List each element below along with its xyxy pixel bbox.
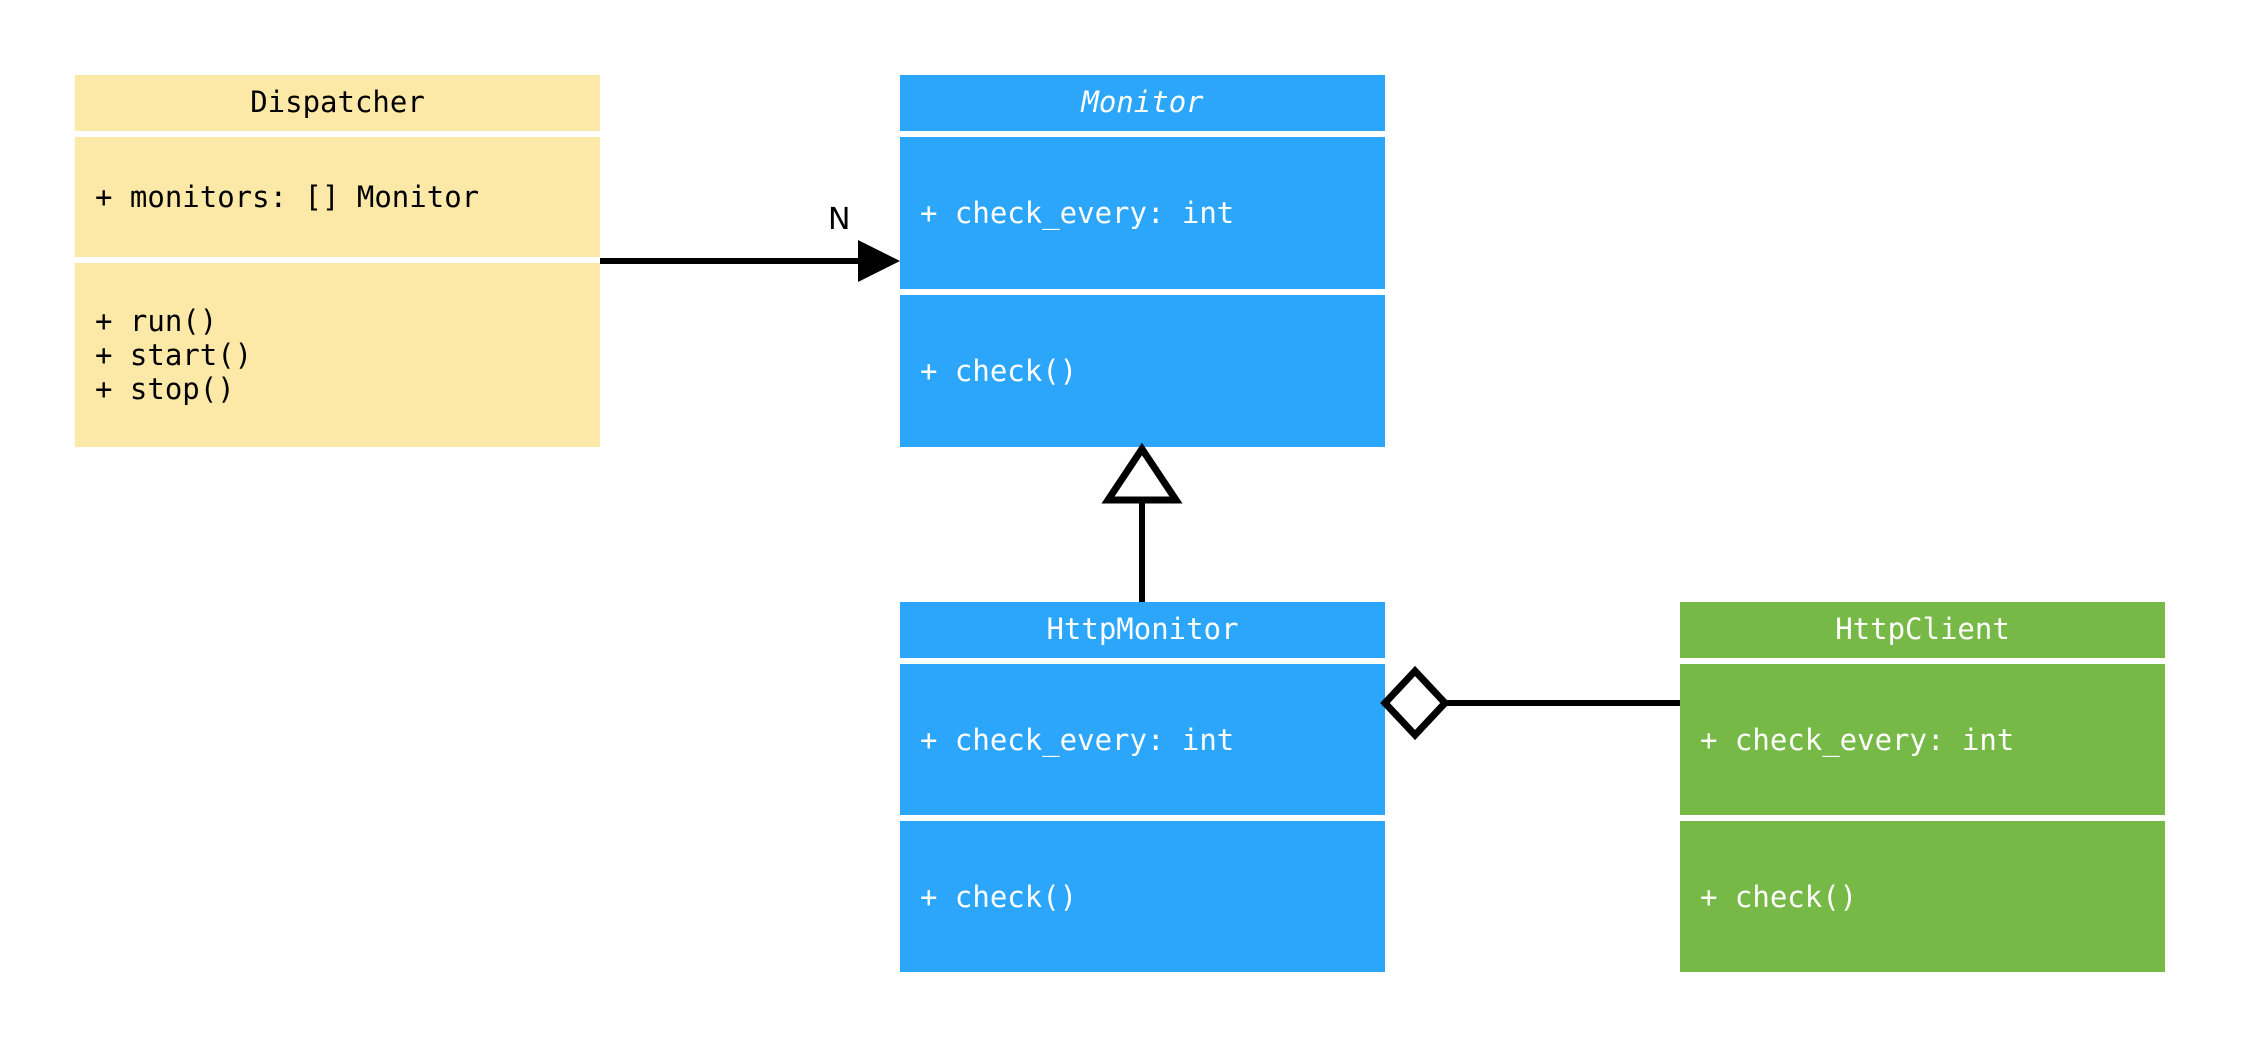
hollow-triangle-arrowhead-icon xyxy=(1101,442,1183,504)
class-attributes-compartment-dispatcher: + monitors: [] Monitor xyxy=(75,137,600,257)
class-attributes-compartment-monitor: + check_every: int xyxy=(900,137,1385,289)
compartment-divider xyxy=(75,257,600,263)
class-box-httpmonitor[interactable]: HttpMonitor + check_every: int + check() xyxy=(900,602,1385,972)
class-title-compartment-dispatcher: Dispatcher xyxy=(75,75,600,131)
compartment-divider xyxy=(1680,815,2165,821)
method-row: + check() xyxy=(920,354,1078,388)
class-name-monitor: Monitor xyxy=(1081,85,1204,120)
class-attributes-compartment-httpmonitor: + check_every: int xyxy=(900,664,1385,815)
class-attributes-compartment-httpclient: + check_every: int xyxy=(1680,664,2165,815)
compartment-divider xyxy=(1680,658,2165,664)
compartment-divider xyxy=(75,131,600,137)
method-row: + check() xyxy=(920,879,1078,914)
class-methods-compartment-monitor: + check() xyxy=(900,295,1385,447)
class-title-compartment-httpclient: HttpClient xyxy=(1680,602,2165,658)
class-name-httpmonitor: HttpMonitor xyxy=(1046,612,1239,647)
attribute-row: + monitors: [] Monitor xyxy=(95,180,480,214)
hollow-diamond-aggregation-icon xyxy=(1380,665,1450,741)
relation-httpmonitor-to-httpclient xyxy=(1380,665,1680,741)
compartment-divider xyxy=(900,658,1385,664)
compartment-divider xyxy=(900,131,1385,137)
relation-httpmonitor-to-monitor xyxy=(1101,442,1183,602)
class-box-dispatcher[interactable]: Dispatcher + monitors: [] Monitor + run(… xyxy=(75,75,600,447)
compartment-divider xyxy=(900,815,1385,821)
compartment-divider xyxy=(900,289,1385,295)
class-box-monitor[interactable]: Monitor + check_every: int + check() xyxy=(900,75,1385,447)
attribute-row: + check_every: int xyxy=(920,196,1235,230)
relation-dispatcher-to-monitor xyxy=(600,240,900,282)
method-row: + check() xyxy=(1700,879,1858,914)
class-methods-compartment-dispatcher: + run() + start() + stop() xyxy=(75,263,600,447)
class-title-compartment-monitor: Monitor xyxy=(900,75,1385,131)
attribute-row: + check_every: int xyxy=(1700,722,2015,757)
method-row: + run() xyxy=(95,304,218,338)
filled-arrowhead-icon xyxy=(858,240,900,282)
class-methods-compartment-httpclient: + check() xyxy=(1680,821,2165,972)
class-name-dispatcher: Dispatcher xyxy=(250,85,425,120)
class-title-compartment-httpmonitor: HttpMonitor xyxy=(900,602,1385,658)
edge-label-multiplicity-n: N xyxy=(828,202,851,237)
class-methods-compartment-httpmonitor: + check() xyxy=(900,821,1385,972)
class-box-httpclient[interactable]: HttpClient + check_every: int + check() xyxy=(1680,602,2165,972)
method-row: + stop() xyxy=(95,372,235,406)
attribute-row: + check_every: int xyxy=(920,722,1235,757)
method-row: + start() xyxy=(95,338,253,372)
class-name-httpclient: HttpClient xyxy=(1835,612,2010,647)
